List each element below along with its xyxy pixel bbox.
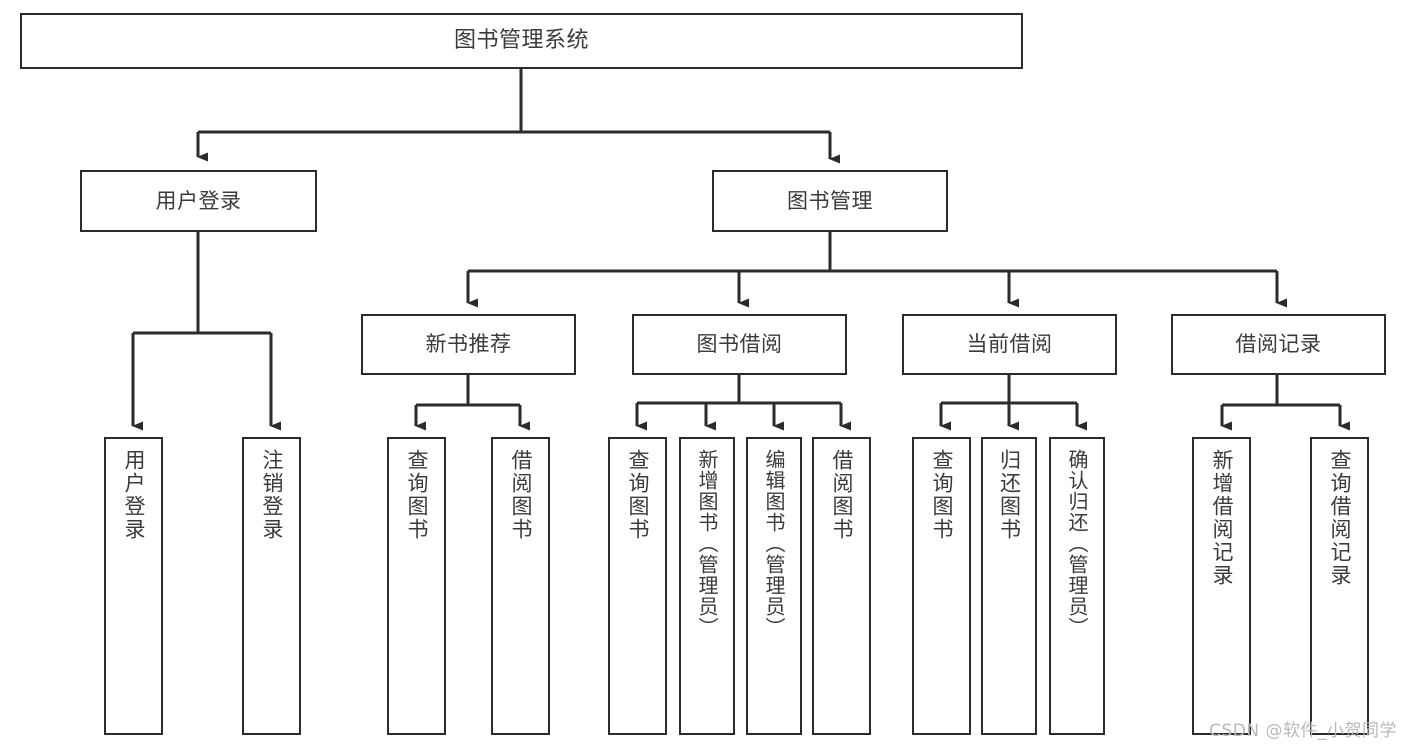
node-root-library-management-system[interactable]: 图书管理系统 [20, 13, 1023, 69]
node-label: 归还图书 [997, 449, 1022, 541]
csdn-watermark: CSDN @软件_小贺同学 [1209, 721, 1397, 741]
node-label: 图书管理系统 [453, 28, 589, 54]
node-leaf-edit-book-admin[interactable]: 编辑图书（管理员） [746, 437, 802, 735]
node-book-management[interactable]: 图书管理 [712, 170, 948, 232]
node-label: 查询图书 [626, 449, 650, 541]
node-leaf-query-book-current[interactable]: 查询图书 [912, 437, 971, 735]
node-label: 图书管理 [787, 188, 873, 213]
node-label: 借阅图书 [509, 449, 533, 541]
node-label: 查询图书 [405, 449, 429, 541]
node-leaf-borrow-book-borrow[interactable]: 借阅图书 [812, 437, 871, 735]
node-label: 查询借阅记录 [1328, 449, 1352, 587]
node-label: 确认归还（管理员） [1065, 449, 1089, 638]
node-leaf-user-login[interactable]: 用户登录 [104, 437, 163, 735]
node-leaf-query-book-new-rec[interactable]: 查询图书 [387, 437, 446, 735]
node-label: 借阅图书 [830, 449, 854, 541]
node-label: 新增借阅记录 [1210, 449, 1234, 587]
node-borrowing-record[interactable]: 借阅记录 [1171, 314, 1386, 375]
node-leaf-confirm-return-admin[interactable]: 确认归还（管理员） [1049, 437, 1105, 735]
node-label: 新书推荐 [425, 332, 512, 357]
node-label: 新增图书（管理员） [695, 449, 719, 638]
node-leaf-add-borrow-record[interactable]: 新增借阅记录 [1192, 437, 1251, 735]
node-user-login[interactable]: 用户登录 [80, 170, 317, 232]
node-label: 注销登录 [260, 449, 284, 541]
node-current-borrowing[interactable]: 当前借阅 [902, 314, 1117, 375]
node-label: 用户登录 [122, 449, 146, 541]
node-label: 查询图书 [930, 449, 954, 541]
node-leaf-query-borrow-record[interactable]: 查询借阅记录 [1310, 437, 1369, 735]
node-leaf-user-logout[interactable]: 注销登录 [242, 437, 301, 735]
node-label: 编辑图书（管理员） [762, 449, 786, 638]
node-label: 借阅记录 [1235, 332, 1322, 357]
node-label: 图书借阅 [696, 332, 783, 357]
node-label: 用户登录 [155, 188, 242, 213]
node-leaf-query-book-borrow[interactable]: 查询图书 [608, 437, 667, 735]
node-leaf-add-book-admin[interactable]: 新增图书（管理员） [679, 437, 735, 735]
node-leaf-return-book[interactable]: 归还图书 [981, 437, 1037, 735]
node-new-book-recommendation[interactable]: 新书推荐 [361, 314, 576, 375]
node-book-borrowing[interactable]: 图书借阅 [632, 314, 847, 375]
node-leaf-borrow-book-new-rec[interactable]: 借阅图书 [491, 437, 550, 735]
node-label: 当前借阅 [966, 332, 1053, 357]
